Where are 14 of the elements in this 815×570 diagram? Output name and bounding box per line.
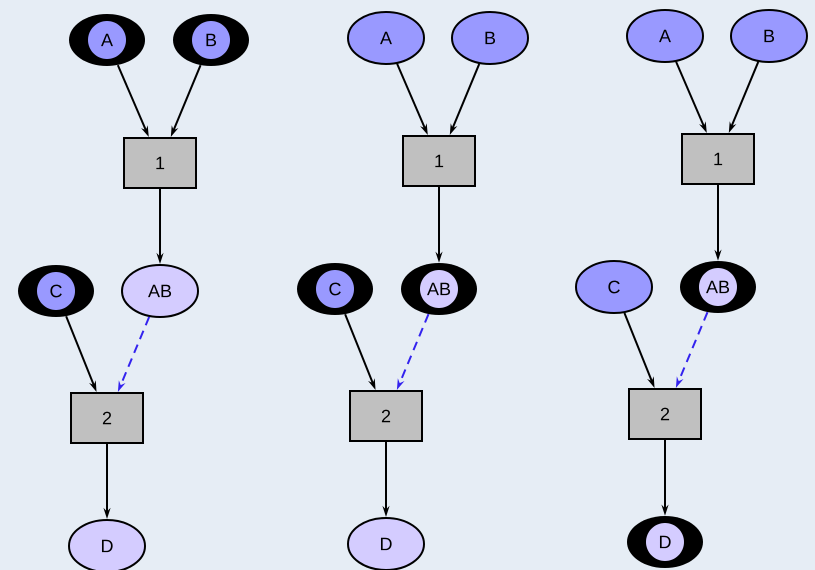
- process-box: 2: [628, 388, 702, 440]
- process-box: 2: [70, 392, 144, 444]
- ellipse-node: A: [347, 11, 425, 65]
- process-box: 2: [349, 390, 423, 442]
- ellipse-node: B: [730, 9, 808, 63]
- process-box: 1: [681, 133, 755, 185]
- process-box: 1: [402, 135, 476, 187]
- ellipse-node: D: [347, 516, 425, 570]
- ellipse-node: AB: [121, 264, 199, 318]
- ellipse-node: D: [68, 518, 146, 570]
- ellipse-node: B: [451, 11, 529, 65]
- ellipse-node: A: [626, 9, 704, 63]
- ellipse-node: C: [575, 260, 653, 314]
- process-box: 1: [123, 137, 197, 189]
